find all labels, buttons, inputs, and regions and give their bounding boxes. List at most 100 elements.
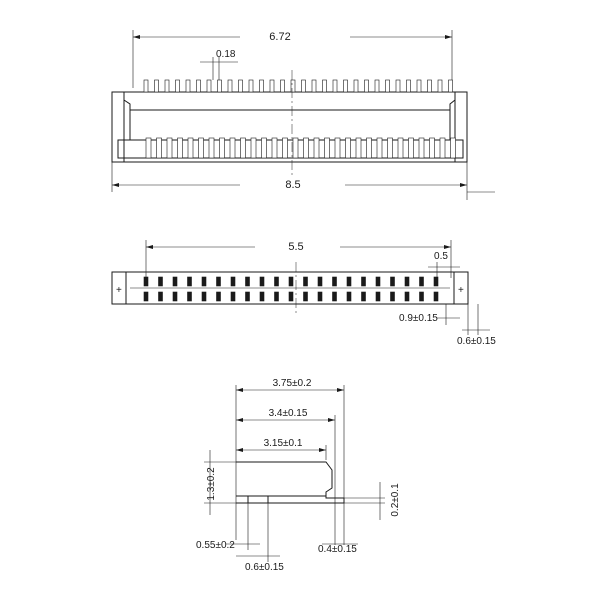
top-pin — [259, 79, 264, 93]
top-pin-tail — [187, 137, 194, 159]
top-pin-tail — [219, 137, 225, 159]
arrow — [133, 35, 140, 39]
bottom-pad — [143, 276, 149, 287]
top-latch-right — [449, 92, 456, 140]
top-pin-tail — [240, 137, 246, 159]
top-pin — [175, 79, 180, 93]
bottom-pad — [259, 291, 265, 302]
top-pin — [385, 79, 390, 93]
top-pin-tail — [271, 137, 278, 159]
top-pin — [406, 79, 411, 93]
arrow — [460, 183, 467, 187]
arrow — [319, 448, 326, 452]
top-pin-tail — [156, 137, 162, 159]
arrow — [445, 35, 452, 39]
bottom-pad — [245, 291, 250, 302]
dim-depth-overall: 3.75±0.2 — [273, 378, 312, 389]
bottom-pad — [201, 276, 207, 287]
dim-tail-length: 0.4±0.15 — [318, 544, 357, 555]
top-pin — [322, 79, 327, 93]
top-pin — [269, 79, 275, 93]
bottom-pad — [361, 276, 366, 287]
arrow — [444, 245, 451, 249]
top-pin-tail — [313, 137, 320, 159]
top-pin — [217, 79, 222, 93]
top-body-window — [129, 109, 451, 141]
top-pin — [206, 79, 212, 93]
bottom-pad — [317, 276, 323, 287]
side-body-outline — [236, 461, 345, 504]
bottom-pad — [303, 276, 308, 287]
dim-pin-width: 0.18 — [216, 49, 236, 60]
bottom-pad — [216, 276, 221, 287]
top-pin — [301, 79, 306, 93]
bottom-pad — [390, 291, 395, 302]
bottom-pad — [288, 291, 294, 302]
top-pin — [238, 79, 243, 93]
top-pin-tail — [376, 137, 383, 159]
bottom-pad — [433, 291, 439, 302]
top-pin-tail — [198, 137, 204, 159]
bottom-pad — [332, 276, 337, 287]
arrow — [236, 418, 243, 422]
top-pin — [427, 79, 432, 93]
bottom-pad — [245, 276, 250, 287]
dim-foot-width: 0.6±0.15 — [245, 562, 284, 573]
bottom-pad — [317, 291, 323, 302]
bottom-pad — [274, 276, 279, 287]
dim-height: 1.3±0.2 — [206, 467, 217, 501]
top-pin-tail — [366, 137, 372, 159]
top-pin — [290, 79, 296, 93]
top-pin-tail — [292, 137, 299, 159]
top-pin — [332, 79, 338, 93]
bottom-pad — [172, 291, 178, 302]
bottom-pad — [288, 276, 294, 287]
bottom-marker-right: + — [458, 285, 464, 296]
top-pin — [280, 79, 285, 93]
top-pin — [164, 79, 170, 93]
bottom-pad — [346, 291, 352, 302]
top-pin — [311, 79, 317, 93]
bottom-view: 5.5 0.5 + + 0.9±0.15 0.6±0.15 — [111, 240, 496, 347]
top-pin-tail — [397, 137, 404, 159]
bottom-pads-lower — [143, 291, 439, 302]
top-pin — [353, 79, 359, 93]
bottom-pads-upper — [143, 276, 439, 287]
dim-depth-mid: 3.4±0.15 — [269, 408, 308, 419]
top-pin-tail — [177, 137, 183, 159]
top-body-outline — [111, 91, 468, 163]
dim-foot-offset: 0.55±0.2 — [196, 540, 235, 551]
top-pin-tail — [387, 137, 393, 159]
side-view: 3.75±0.2 3.4±0.15 3.15±0.1 1.3±0.2 0.2±0… — [196, 378, 401, 573]
top-pin — [143, 79, 149, 93]
bottom-pad — [419, 291, 424, 302]
top-pin-tail — [429, 137, 435, 159]
bottom-pad — [158, 291, 163, 302]
top-pin — [437, 79, 443, 93]
bottom-pad — [201, 291, 207, 302]
top-pin-tail — [166, 137, 173, 159]
bottom-pad — [332, 291, 337, 302]
bottom-pad — [404, 291, 410, 302]
top-pin — [196, 79, 201, 93]
top-pin — [395, 79, 401, 93]
dim-pad-length: 0.9±0.15 — [399, 313, 438, 324]
top-pin-tail — [229, 137, 236, 159]
dim-pad-span: 5.5 — [288, 241, 303, 253]
arrow — [337, 388, 344, 392]
bottom-marker-left: + — [116, 285, 122, 296]
bottom-pad — [230, 291, 236, 302]
top-pin — [374, 79, 380, 93]
top-pin-tail — [334, 137, 341, 159]
top-pin — [227, 79, 233, 93]
top-pin-tail — [408, 137, 414, 159]
dim-end-pad: 0.6±0.15 — [457, 336, 496, 347]
bottom-body-outline — [111, 271, 469, 305]
top-pins-upper — [143, 79, 453, 93]
bottom-pad — [216, 291, 221, 302]
top-actuator — [117, 139, 464, 159]
top-pins-lower — [145, 137, 456, 159]
top-pin-tail — [450, 137, 456, 159]
top-latch-left — [123, 92, 131, 140]
bottom-pad — [375, 291, 381, 302]
